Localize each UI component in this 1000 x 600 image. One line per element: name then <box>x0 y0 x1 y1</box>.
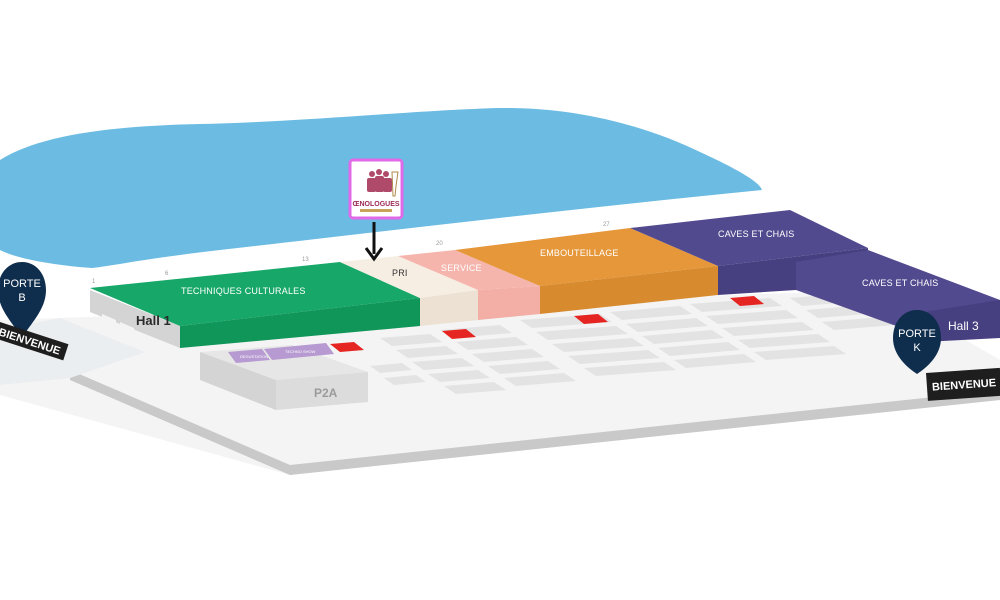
service-label: SERVICE <box>441 263 482 273</box>
cheese-label: DEGUSTATION <box>240 354 268 359</box>
highlighted-stands <box>330 296 764 352</box>
aisle-number: 13 <box>302 257 309 263</box>
oenologues-logo[interactable]: ŒNOLOGUES <box>348 158 404 220</box>
techno-show-label: TECHNO SHOW <box>285 349 316 354</box>
techniques-label: TECHNIQUES CULTURALES <box>181 286 306 296</box>
pri-label: PRI <box>392 268 408 278</box>
stand-marker[interactable] <box>574 314 608 324</box>
bienvenue-sign-right: BIENVENUE <box>926 367 1000 401</box>
stand-marker[interactable] <box>730 296 764 306</box>
zone-embouteillage[interactable]: EMBOUTEILLAGE <box>455 228 718 314</box>
p2a-label: P2A <box>314 386 338 400</box>
techno-show-area[interactable] <box>264 343 334 360</box>
hall-3-label: Hall 3 <box>948 319 979 333</box>
porte-k-line1: PORTE <box>898 328 936 340</box>
bienvenue-right-text: BIENVENUE <box>932 377 997 393</box>
people-icon <box>367 169 392 192</box>
caves-label-1: CAVES ET CHAIS <box>718 229 795 239</box>
zone-pri[interactable]: PRI <box>340 256 478 326</box>
zone-techniques-culturales[interactable]: TECHNIQUES CULTURALES <box>90 262 420 350</box>
zone-service[interactable]: SERVICE <box>398 250 540 320</box>
arrow-down-icon <box>364 222 384 262</box>
stand-marker[interactable] <box>330 342 364 352</box>
aisle-number: 6 <box>165 271 169 277</box>
logo-text: ŒNOLOGUES <box>352 201 399 208</box>
glass-icon <box>391 171 399 197</box>
porte-k-line2: K <box>913 342 921 354</box>
hall-1-label: Hall 1 <box>136 313 171 328</box>
logo-underline <box>360 209 392 212</box>
cheese-area[interactable] <box>228 349 270 363</box>
porte-b-line2: B <box>18 292 25 304</box>
porte-b-line1: PORTE <box>3 278 41 290</box>
porte-b-pin[interactable]: PORTE B <box>0 262 46 338</box>
zone-caves-et-chais-2[interactable]: CAVES ET CHAIS <box>796 250 1000 342</box>
aisle-number: 1 <box>92 279 96 285</box>
stand-grid <box>370 293 894 394</box>
embouteillage-label: EMBOUTEILLAGE <box>540 248 619 258</box>
p2a-annex[interactable]: DEGUSTATION TECHNO SHOW P2A <box>200 343 368 410</box>
aisle-number: 20 <box>436 241 443 247</box>
porte-k-pin[interactable]: PORTE K <box>893 310 941 374</box>
caves-label-2: CAVES ET CHAIS <box>862 278 939 288</box>
stand-marker[interactable] <box>442 329 476 339</box>
aisle-number: 27 <box>603 222 610 228</box>
